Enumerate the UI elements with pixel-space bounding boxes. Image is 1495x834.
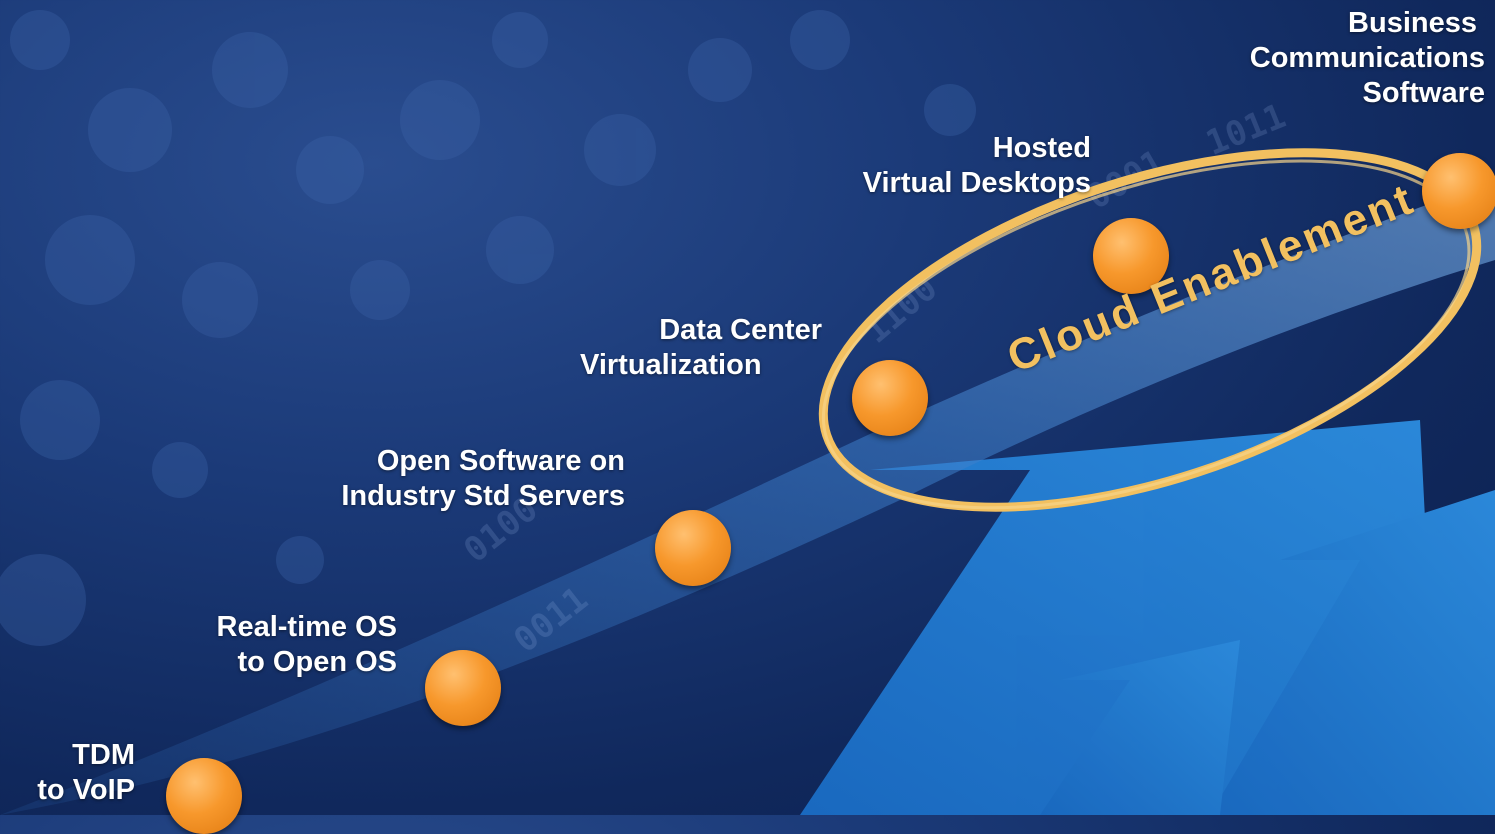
milestone-line: Business (1348, 7, 1477, 39)
milestone-line: Industry Std Servers (341, 480, 625, 512)
milestone-line: to VoIP (37, 774, 135, 806)
milestone-line: Data Center (659, 314, 822, 346)
milestone-label-business-comms: Business Communications Software (1250, 6, 1485, 111)
milestone-dot-business-comms (1422, 153, 1495, 229)
cloud-enablement-outline (818, 148, 1482, 512)
milestone-label-hosted-desktops: Hosted Virtual Desktops (863, 131, 1091, 201)
background-graphics (0, 10, 1495, 815)
milestone-label-open-os: Real-time OS to Open OS (217, 610, 398, 680)
milestone-line: to Open OS (237, 646, 398, 678)
milestone-line: Communications (1249, 42, 1485, 74)
milestone-line: Virtual Desktops (862, 167, 1091, 199)
milestone-line: Software (1362, 77, 1485, 109)
milestone-label-open-software: Open Software on Industry Std Servers (341, 444, 625, 514)
milestone-dot-tdm (166, 758, 242, 834)
milestone-label-tdm: TDM to VoIP (37, 738, 135, 808)
milestone-label-virtualization: Data Center Virtualization (580, 313, 822, 383)
milestone-dot-open-software (655, 510, 731, 586)
milestone-line: TDM (72, 739, 135, 771)
milestone-line: Real-time OS (216, 611, 398, 643)
milestone-dot-virtualization (852, 360, 928, 436)
milestone-dot-hosted-desktops (1093, 218, 1169, 294)
milestone-line: Open Software on (376, 445, 625, 477)
diagram-canvas: 1011 0001 1100 0011 0100 TDM to VoIP Rea… (0, 6, 1495, 834)
milestone-line: Virtualization (580, 349, 762, 381)
milestone-dot-open-os (425, 650, 501, 726)
milestone-line: Hosted (992, 132, 1091, 164)
